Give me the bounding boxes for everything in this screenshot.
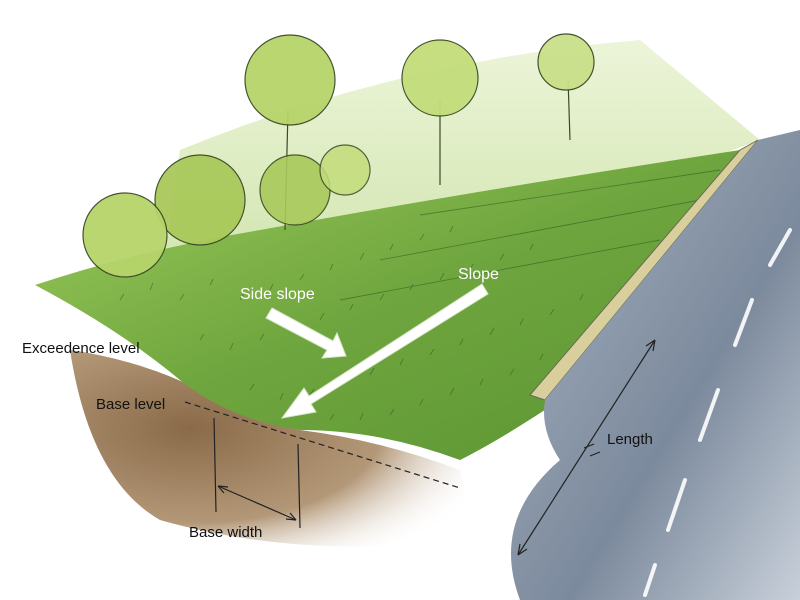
slope-label: Slope xyxy=(458,267,499,283)
exceedence-level-label: Exceedence level xyxy=(22,341,140,356)
base-width-label: Base width xyxy=(189,525,262,540)
length-label: Length xyxy=(607,432,653,447)
base-level-label: Base level xyxy=(96,397,165,412)
side-slope-label: Side slope xyxy=(240,287,315,303)
